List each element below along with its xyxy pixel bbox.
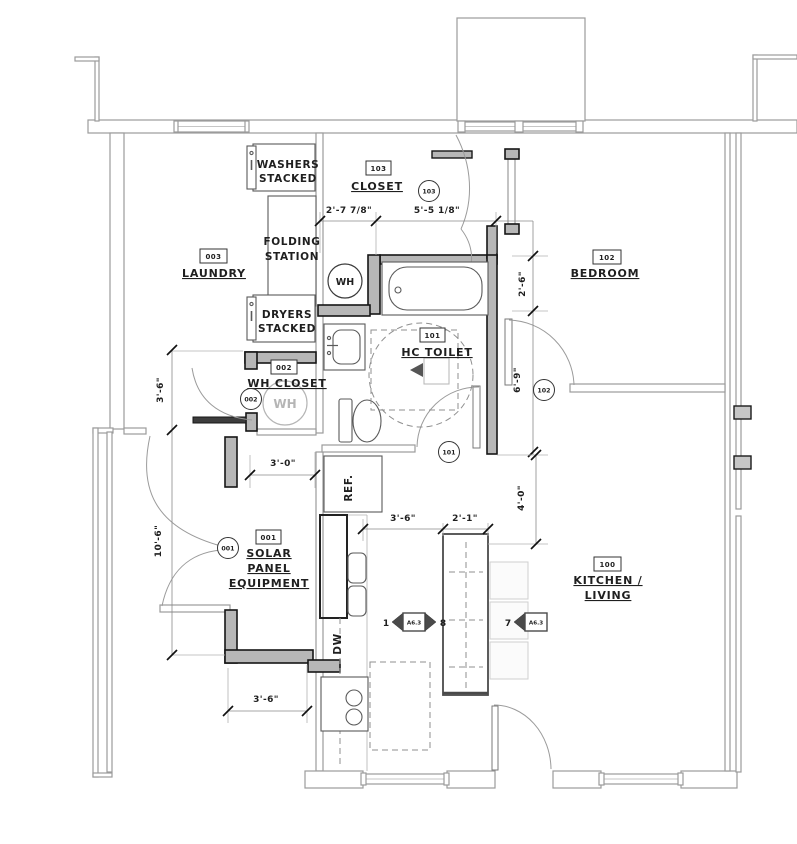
living-window: [598, 772, 684, 786]
section-marker-right: 7 A6.3: [505, 612, 548, 632]
room-tag-closet: 103: [370, 165, 386, 173]
bathroom-sink: [323, 323, 366, 371]
water-heater: [327, 263, 363, 299]
room-label-toilet: HC TOILET: [401, 346, 472, 359]
door-102: [504, 318, 575, 386]
water-heater-closet: [262, 380, 308, 426]
kitchen-window: [360, 772, 450, 786]
water-heater-label: WH: [336, 277, 354, 288]
dim-wh-closet: 3'-6": [156, 377, 166, 403]
dimension-texts: 2'-7 7/8" 5'-5 1/8" 2'-6" 6'-9" 3'-6" 3'…: [154, 206, 528, 705]
wall-marker: [733, 405, 752, 420]
toilet-clearance: [370, 329, 459, 411]
room-label-solar-3: EQUIPMENT: [229, 577, 309, 590]
door-002: [191, 367, 253, 424]
kitchen-counter: [319, 514, 369, 771]
room-tags: 103 CLOSET 003 LAUNDRY 102 BEDROOM 101 H…: [182, 160, 642, 602]
room-tag-solar: 001: [260, 534, 276, 542]
range: [320, 676, 369, 732]
door-tag-103: 103: [422, 189, 435, 196]
entry-window: [457, 120, 584, 133]
section-num-right: 8: [440, 619, 446, 629]
dryers-label-2: STACKED: [258, 323, 316, 335]
dryer-stack: [246, 294, 316, 343]
turning-radius: [368, 322, 474, 428]
dim-solar-bottom: 3'-6": [253, 695, 279, 705]
door-tag-102: 102: [537, 388, 550, 395]
wall-marker: [733, 455, 752, 470]
door-103: [431, 134, 473, 275]
door-tag-101: 101: [442, 450, 455, 457]
room-label-kitchen-1: KITCHEN /: [573, 574, 642, 587]
washer-stack: [246, 143, 316, 192]
room-tag-wh-closet: 002: [276, 364, 292, 372]
water-heater-closet-label: WH: [273, 397, 296, 411]
dim-hall: 3'-0": [270, 459, 296, 469]
toilet: [338, 398, 382, 443]
grab-bar-marker: [410, 363, 423, 377]
dim-closet-left: 2'-7 7/8": [326, 206, 372, 216]
room-label-closet: CLOSET: [351, 180, 403, 193]
dim-closet-right: 5'-5 1/8": [414, 206, 460, 216]
section-num-left: 1: [383, 619, 389, 629]
door-tag-001: 001: [221, 546, 234, 553]
interior-thick-walls: [224, 225, 498, 673]
dim-island-width: 2'-1": [452, 514, 478, 524]
dim-solar-height: 10'-6": [154, 525, 164, 557]
sink-cabinet: [319, 514, 348, 619]
doors: [146, 134, 575, 771]
dim-bedroom-door: 6'-9": [513, 367, 523, 393]
dryers-label-1: DRYERS: [262, 309, 312, 321]
bathtub: [381, 261, 489, 316]
section-marker-left: 1 A6.3 8: [383, 612, 446, 632]
folding-label-2: STATION: [265, 251, 319, 263]
door-kitchen-exterior: [491, 704, 552, 771]
washers-label-2: STACKED: [259, 173, 317, 185]
dimension-lines: [166, 212, 548, 723]
entry-bumpout: [456, 17, 586, 122]
room-tag-laundry: 003: [205, 253, 221, 261]
section-sheet-right: A6.3: [529, 621, 543, 627]
room-label-kitchen-2: LIVING: [585, 589, 632, 602]
range-clearance: [369, 661, 431, 751]
door-101: [416, 385, 481, 449]
kitchen-sink-basin: [347, 552, 367, 584]
refrigerator: [323, 455, 383, 513]
toilet-accessory: [423, 357, 450, 385]
room-label-wh-closet: WH CLOSET: [247, 377, 326, 390]
folding-label-1: FOLDING: [263, 236, 320, 248]
dim-toilet-island: 4'-0": [517, 485, 527, 511]
room-label-solar-2: PANEL: [247, 562, 290, 575]
door-tag-circles: 103 102 101 002 001: [217, 180, 555, 559]
dim-counter-island: 3'-6": [390, 514, 416, 524]
room-label-solar-1: SOLAR: [246, 547, 291, 560]
door-001-double: [146, 435, 222, 607]
laundry-window: [173, 120, 250, 133]
exterior-walls: [74, 17, 797, 789]
kitchen-sink-basin: [347, 585, 367, 617]
stool: [489, 641, 529, 680]
door-tag-002: 002: [244, 397, 257, 404]
dim-bedroom-offset: 2'-6": [518, 271, 528, 297]
section-num-7: 7: [505, 619, 511, 629]
section-sheet-left: A6.3: [407, 621, 421, 627]
washers-label-1: WASHERS: [257, 159, 320, 171]
stool: [489, 561, 529, 600]
room-tag-bedroom: 102: [599, 254, 615, 262]
room-label-bedroom: BEDROOM: [571, 267, 640, 280]
fridge-label: REF.: [343, 474, 355, 501]
dishwasher-label: DW: [332, 633, 344, 655]
appliance-texts: WASHERS STACKED FOLDING STATION DRYERS S…: [257, 159, 355, 655]
room-label-laundry: LAUNDRY: [182, 267, 246, 280]
room-tag-toilet: 101: [424, 332, 440, 340]
fixtures: [246, 143, 529, 771]
kitchen-island: [442, 533, 489, 696]
room-tag-kitchen: 100: [599, 561, 615, 569]
